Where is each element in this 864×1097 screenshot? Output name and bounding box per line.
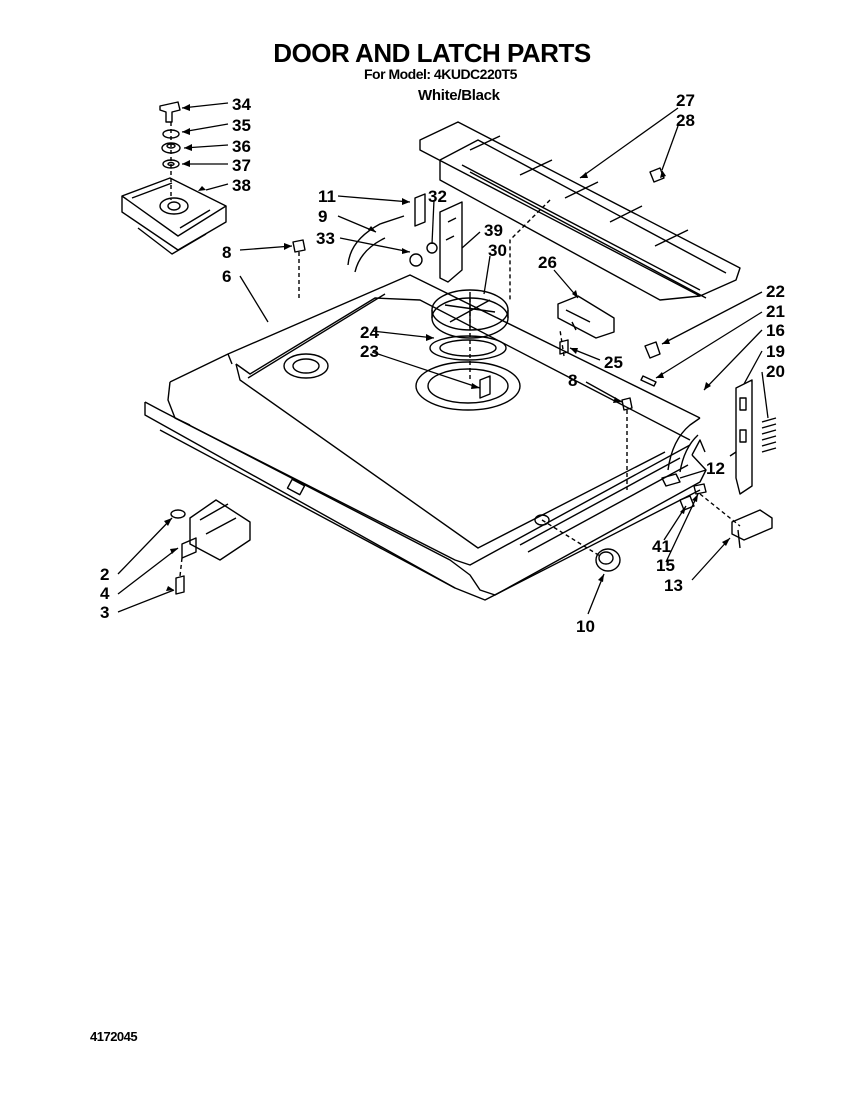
latch-26 (557, 295, 615, 339)
screw-25 (559, 339, 569, 355)
callout-26: 26 (538, 253, 557, 272)
callout-39: 39 (484, 221, 503, 240)
bracket-13 (731, 509, 773, 549)
pin-21 (640, 375, 657, 387)
callout-15: 15 (656, 556, 675, 575)
callout-8-right: 8 (568, 371, 577, 390)
callout-37: 37 (232, 156, 251, 175)
callout-9: 9 (318, 207, 327, 226)
callout-30: 30 (488, 241, 507, 260)
spring-20 (761, 417, 777, 453)
callout-25: 25 (604, 353, 623, 372)
callout-27: 27 (676, 91, 695, 110)
callout-11: 11 (318, 187, 336, 206)
callout-38: 38 (232, 176, 251, 195)
screw-8-left (292, 239, 306, 300)
latch-plate-19 (729, 379, 753, 495)
screw-15 (693, 483, 707, 495)
hinge-assembly (170, 499, 251, 595)
callout-10: 10 (576, 617, 595, 636)
callout-24: 24 (360, 323, 379, 342)
document-number: 4172045 (90, 1029, 138, 1044)
callout-20: 20 (766, 362, 785, 381)
callout-41: 41 (652, 537, 671, 556)
callout-33: 33 (316, 229, 335, 248)
callout-4: 4 (100, 584, 110, 603)
plug-10 (595, 548, 621, 572)
callout-12: 12 (706, 459, 725, 478)
callout-21: 21 (766, 302, 785, 321)
screw-8-right (621, 397, 633, 490)
clip-22 (644, 341, 661, 359)
bumper-12 (661, 473, 681, 487)
bumper-41 (679, 495, 695, 511)
callout-32: 32 (428, 187, 447, 206)
callout-36: 36 (232, 137, 251, 156)
callout-35: 35 (232, 116, 251, 135)
page-title: DOOR AND LATCH PARTS (273, 38, 591, 68)
callout-16: 16 (766, 321, 785, 340)
callout-8-left: 8 (222, 243, 231, 262)
screw-28 (649, 167, 665, 183)
callout-19: 19 (766, 342, 785, 361)
model-number: For Model: 4KUDC220T5 (364, 66, 517, 82)
callout-2: 2 (100, 565, 109, 584)
callout-28: 28 (676, 111, 695, 130)
arrowheads (164, 104, 730, 591)
knob-34 (159, 101, 181, 123)
callout-3: 3 (100, 603, 109, 622)
door-panel (144, 215, 707, 601)
callout-13: 13 (664, 576, 683, 595)
ring-24 (429, 335, 507, 361)
callout-labels: 34 35 36 37 38 11 32 9 33 39 30 27 28 8 … (100, 91, 785, 636)
callout-34: 34 (232, 95, 251, 114)
alignment-lines (170, 122, 741, 577)
callout-6: 6 (222, 267, 231, 286)
dispenser-38 (121, 177, 227, 255)
top-rail-part-27 (419, 121, 741, 301)
color-variant: White/Black (418, 87, 500, 104)
callout-23: 23 (360, 342, 379, 361)
callout-22: 22 (766, 282, 785, 301)
latch-bracket-39 (409, 193, 463, 283)
nut-23 (479, 375, 491, 399)
